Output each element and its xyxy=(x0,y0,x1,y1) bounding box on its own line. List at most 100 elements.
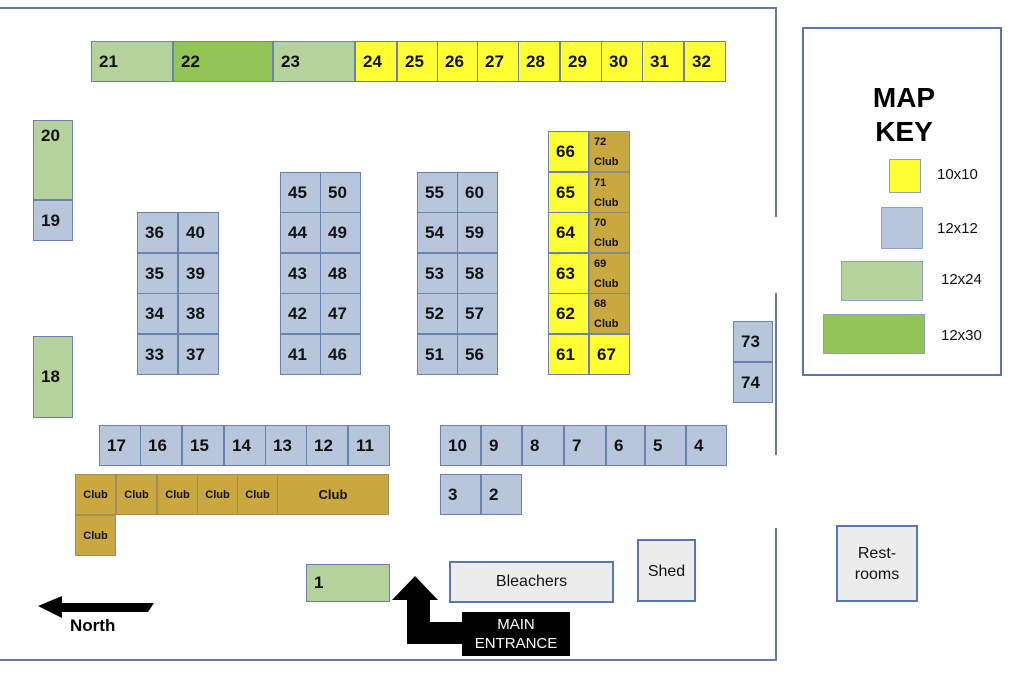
north-label: North xyxy=(70,616,116,635)
bleachers-label: Bleachers xyxy=(495,573,568,590)
booth-64: 64 xyxy=(548,212,589,253)
booth-34: 34 xyxy=(137,293,178,334)
club-booth: 70 Club xyxy=(589,212,630,253)
club-booth: Club xyxy=(157,474,198,515)
booth-label: 53 xyxy=(425,263,444,283)
booth-7: 7 xyxy=(564,425,606,466)
club-booth: 69 Club xyxy=(589,253,630,294)
booth-label: 73 xyxy=(741,331,760,351)
booth-19: 19 xyxy=(33,200,73,241)
club-booth: 71 Club xyxy=(589,172,630,213)
booth-label: Club xyxy=(165,488,190,501)
booth-label: 22 xyxy=(181,51,200,71)
booth-label: 69 Club xyxy=(594,257,619,290)
north-arrow-icon xyxy=(38,596,154,618)
booth-label: 70 Club xyxy=(594,216,619,249)
booth-label: 26 xyxy=(445,51,464,71)
booth-5: 5 xyxy=(645,425,686,466)
booth-42: 42 xyxy=(280,293,321,334)
booth-50: 50 xyxy=(320,172,361,213)
booth-label: 60 xyxy=(465,182,484,202)
booth-label: 3 xyxy=(448,484,458,504)
booth-48: 48 xyxy=(320,253,361,294)
booth-33: 33 xyxy=(137,334,178,375)
key-swatch-10x10 xyxy=(889,159,921,193)
booth-32: 32 xyxy=(684,41,726,82)
booth-label: 8 xyxy=(530,435,540,455)
booth-label: 40 xyxy=(186,222,205,242)
booth-label: 34 xyxy=(145,303,164,323)
booth-label: 50 xyxy=(328,182,347,202)
booth-label: 16 xyxy=(148,435,167,455)
restrooms-label: Rest- rooms xyxy=(854,544,900,583)
fence-top xyxy=(0,7,777,9)
fence-right xyxy=(775,293,777,455)
booth-9: 9 xyxy=(481,425,522,466)
booth-35: 35 xyxy=(137,253,178,294)
booth-label: 57 xyxy=(465,303,484,323)
key-swatch-12x12 xyxy=(881,207,923,249)
booth-label: Club xyxy=(124,488,149,501)
booth-label: Club xyxy=(318,487,348,502)
key-label-10x10: 10x10 xyxy=(937,166,978,183)
booth-56: 56 xyxy=(457,334,498,375)
booth-label: 24 xyxy=(363,51,382,71)
booth-49: 49 xyxy=(320,212,361,253)
booth-label: 42 xyxy=(288,303,307,323)
booth-label: Club xyxy=(245,488,270,501)
booth-label: 13 xyxy=(273,435,292,455)
shed: Shed xyxy=(637,539,696,602)
booth-62: 62 xyxy=(548,293,589,334)
club-booth: Club xyxy=(116,474,157,515)
booth-58: 58 xyxy=(457,253,498,294)
club-booth: Club xyxy=(75,515,116,556)
booth-label: 45 xyxy=(288,182,307,202)
booth-24: 24 xyxy=(355,41,397,82)
booth-label: 12 xyxy=(314,435,333,455)
map-key: MAP KEY 10x10 12x12 12x24 12x30 xyxy=(802,27,1002,376)
booth-31: 31 xyxy=(642,41,684,82)
booth-label: 61 xyxy=(556,344,575,364)
booth-39: 39 xyxy=(178,253,219,294)
booth-label: 39 xyxy=(186,263,205,283)
booth-23: 23 xyxy=(273,41,355,82)
booth-2: 2 xyxy=(481,474,522,515)
booth-label: 51 xyxy=(425,344,444,364)
booth-53: 53 xyxy=(417,253,458,294)
booth-label: 20 xyxy=(41,126,60,145)
booth-label: 48 xyxy=(328,263,347,283)
booth-label: 27 xyxy=(485,51,504,71)
booth-1: 1 xyxy=(306,564,390,602)
booth-label: 68 Club xyxy=(594,297,619,330)
club-booth: Club xyxy=(75,474,116,515)
booth-41: 41 xyxy=(280,334,321,375)
club-booth: 68 Club xyxy=(589,293,630,334)
booth-26: 26 xyxy=(437,41,479,82)
booth-label: 43 xyxy=(288,263,307,283)
booth-label: 9 xyxy=(489,435,499,455)
booth-label: 64 xyxy=(556,222,575,242)
booth-67: 67 xyxy=(589,334,630,375)
booth-label: 47 xyxy=(328,303,347,323)
booth-61: 61 xyxy=(548,334,589,375)
booth-label: 23 xyxy=(281,51,300,71)
booth-label: 36 xyxy=(145,222,164,242)
booth-59: 59 xyxy=(457,212,498,253)
booth-label: Club xyxy=(83,529,108,542)
club-booth: 72 Club xyxy=(589,131,630,172)
booth-label: 15 xyxy=(190,435,209,455)
booth-55: 55 xyxy=(417,172,458,213)
booth-label: 1 xyxy=(314,573,324,592)
booth-label: 65 xyxy=(556,182,575,202)
booth-label: 6 xyxy=(614,435,624,455)
booth-54: 54 xyxy=(417,212,458,253)
booth-label: 14 xyxy=(232,435,251,455)
booth-13: 13 xyxy=(265,425,307,466)
booth-label: 18 xyxy=(41,367,60,386)
booth-label: 66 xyxy=(556,141,575,161)
booth-label: Club xyxy=(205,488,230,501)
booth-label: 21 xyxy=(99,51,118,71)
booth-label: 38 xyxy=(186,303,205,323)
booth-60: 60 xyxy=(457,172,498,213)
map-key-title: MAP KEY xyxy=(872,82,936,147)
